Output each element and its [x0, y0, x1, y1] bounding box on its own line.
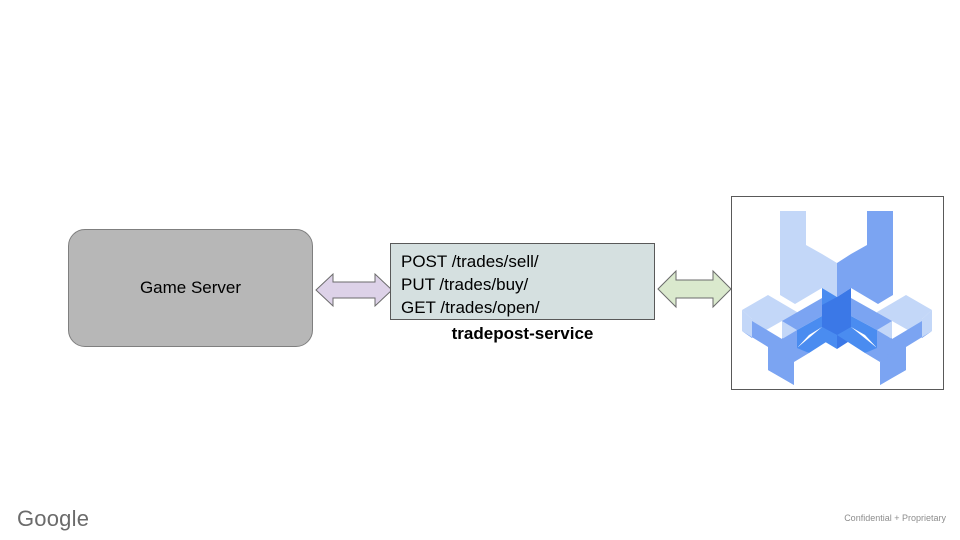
double-arrow-purple-icon	[315, 272, 393, 308]
endpoint-line-post: POST /trades/sell/	[401, 252, 539, 271]
node-tool-logo-frame[interactable]	[731, 196, 944, 390]
double-arrow-green-icon	[657, 269, 732, 309]
endpoint-line-put: PUT /trades/buy/	[401, 275, 529, 294]
node-tradepost-service-caption: tradepost-service	[451, 324, 594, 343]
google-wordmark: Google	[17, 506, 90, 531]
connector-service-to-tool	[657, 265, 732, 318]
endpoint-line-get: GET /trades/open/	[401, 298, 540, 317]
node-game-server[interactable]: Game Server	[68, 229, 313, 347]
three-prong-wrench-icon	[742, 211, 932, 385]
node-tradepost-service[interactable]: POST /trades/sell/ PUT /trades/buy/ GET …	[390, 243, 655, 320]
connector-game-server-to-service	[315, 269, 393, 316]
node-game-server-label: Game Server	[139, 277, 242, 297]
confidential-proprietary-note: Confidential + Proprietary	[844, 513, 946, 523]
